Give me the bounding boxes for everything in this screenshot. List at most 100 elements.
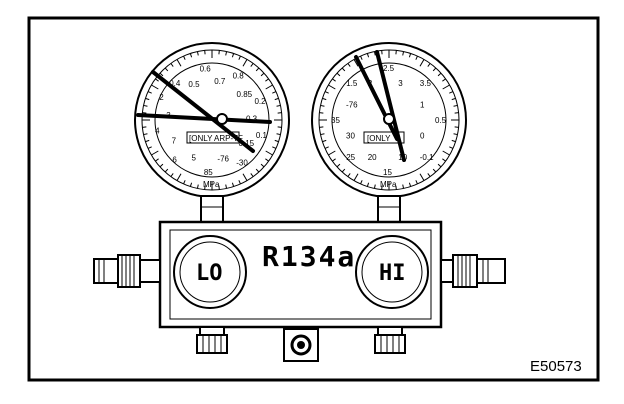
dial-tick [265,78,269,82]
dial-tick [159,72,164,77]
dial-tick [170,63,174,67]
high-valve-label: HI [379,261,406,286]
dial-tick [196,184,199,189]
low-gauge-ticks [142,50,282,190]
dial-tick [272,146,277,149]
dial-tick [324,146,329,149]
dial-tick [225,184,228,189]
dial-scale-label: 20 [368,153,377,162]
dial-tick [336,163,341,168]
figure-border [27,16,600,382]
dial-tick [274,97,279,101]
dial-tick [419,59,425,67]
dial-scale-label: 25 [346,153,355,162]
dial-tick [176,59,182,67]
dial-tick [408,53,412,58]
dial-scale-label: 1 [420,101,425,110]
dial-tick [260,72,265,77]
dial-tick [336,72,341,77]
dial-scale-label: 0.1 [256,131,268,140]
dial-tick [265,158,269,162]
dial-tick [415,180,418,185]
high-gauge-needle-long [354,55,399,141]
dial-tick [373,184,376,189]
dial-tick [451,97,456,101]
dial-scale-label: 35 [331,116,340,125]
dial-scale-label: 7 [172,136,177,145]
dial-tick [347,173,351,177]
figure-reference-number: E50573 [530,358,582,375]
dial-tick [451,139,456,143]
dial-tick [347,63,351,67]
dial-scale-label: 0.85 [237,90,253,99]
dial-tick [238,55,241,60]
dial-tick [432,168,437,173]
low-gauge-unit: MPa [203,180,220,189]
dial-tick [453,104,458,107]
dial-tick [415,55,418,60]
dial-tick [147,91,152,94]
high-gauge-needle-hub [383,113,395,125]
dial-tick [442,84,450,90]
dial-tick [238,180,241,185]
dial-scale-label: 4 [155,127,160,136]
dial-tick [353,59,359,67]
dial-tick [320,104,325,107]
dial-tick [159,163,164,168]
high-gauge-ticks [319,50,459,190]
dial-tick [402,51,405,56]
dial-tick [432,67,437,72]
dial-tick [164,67,169,72]
dial-tick [274,139,279,143]
dial-scale-label: -76 [217,154,229,163]
high-side-coupler [440,254,506,288]
dial-tick [272,91,277,94]
dial-tick [143,133,148,136]
dial-scale-label: 3.5 [420,79,432,88]
dial-tick [360,55,363,60]
dial-tick [449,91,454,94]
dial-tick [322,97,327,101]
dial-tick [145,139,150,143]
dial-tick [155,158,159,162]
low-gauge-stem [200,195,224,224]
dial-scale-label: 5 [191,153,196,162]
high-gauge-stem [377,195,401,224]
dial-tick [332,158,336,162]
dial-scale-label: -30 [236,158,248,167]
dial-tick [427,173,431,177]
dial-tick [442,158,446,162]
dial-tick [453,133,458,136]
dial-scale-label: 0.5 [435,116,447,125]
dial-tick [145,97,150,101]
dial-scale-label: 6 [172,156,177,165]
dial-tick [366,53,370,58]
low-gauge-needle-hub [216,113,228,125]
dial-scale-label: 0.2 [254,97,266,106]
dial-tick [265,150,273,156]
dial-tick [255,67,260,72]
dial-tick [442,150,450,156]
dial-scale-label: 1.5 [346,79,358,88]
dial-scale-label: 3 [398,79,403,88]
center-service-fitting [283,328,319,362]
dial-tick [366,182,370,187]
dial-scale-label: 2 [159,93,164,102]
dial-tick [255,168,260,173]
high-valve-knob: HI [355,235,429,309]
dial-tick [402,184,405,189]
dial-scale-label: 30 [346,131,355,140]
dial-tick [276,104,281,107]
dial-tick [265,84,273,90]
dial-tick [332,78,336,82]
high-gauge-needle-short [375,50,406,162]
low-gauge-needle-long [151,70,255,153]
high-service-fitting [374,326,406,354]
dial-tick [260,163,265,168]
dial-tick [324,91,329,94]
dial-tick [164,168,169,173]
dial-tick [170,173,174,177]
dial-tick [276,133,281,136]
dial-tick [419,173,425,181]
